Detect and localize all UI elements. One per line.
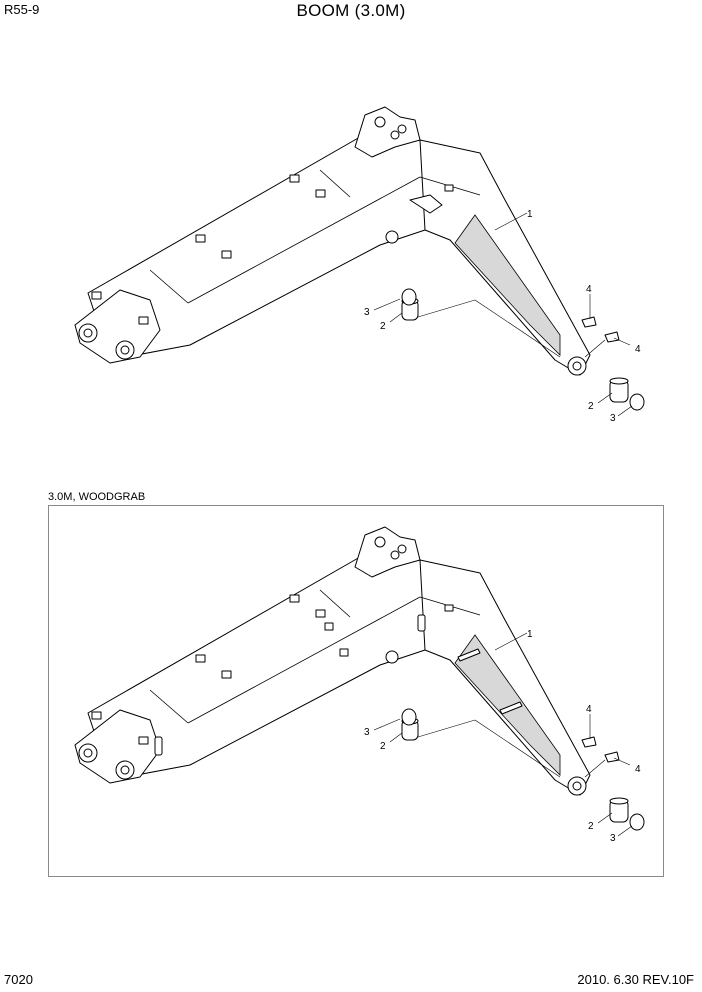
callout-boom: 1 [527,629,533,640]
grease-nipple-lower [604,331,620,343]
seal-right [629,813,645,831]
bushing-right [609,377,629,403]
boom-drawing-standard: 1 2 3 4 4 2 3 [74,106,645,424]
page-number: 7020 [4,972,33,987]
grease-nipple-lower [604,751,620,763]
callout-seal: 3 [610,413,616,424]
callout-seal: 3 [364,727,370,738]
callout-grease-nipple: 4 [635,344,641,355]
callout-grease-nipple: 4 [635,764,641,775]
page-title: BOOM (3.0M) [296,1,406,20]
callout-seal: 3 [364,307,370,318]
boom-drawing-woodgrab: 1 2 3 4 4 2 3 [74,526,645,844]
callout-grease-nipple: 4 [586,284,592,295]
boom-body [74,106,591,376]
seal-left [401,708,417,726]
callout-seal: 3 [610,833,616,844]
seal-right [629,393,645,411]
callout-bushing: 2 [380,321,386,332]
grease-nipple-upper [581,736,597,748]
boom-body [74,526,591,796]
section-label: 3.0M, WOODGRAB [48,491,146,503]
callout-bushing: 2 [380,741,386,752]
grease-nipple-upper [581,316,597,328]
callout-bushing: 2 [588,401,594,412]
seal-left [401,288,417,306]
callout-bushing: 2 [588,821,594,832]
callout-boom: 1 [527,209,533,220]
woodgrab-frame [48,505,664,877]
callout-grease-nipple: 4 [586,704,592,715]
model-code: R55-9 [4,2,40,17]
revision-date: 2010. 6.30 REV.10F [577,972,694,987]
bushing-right [609,797,629,823]
